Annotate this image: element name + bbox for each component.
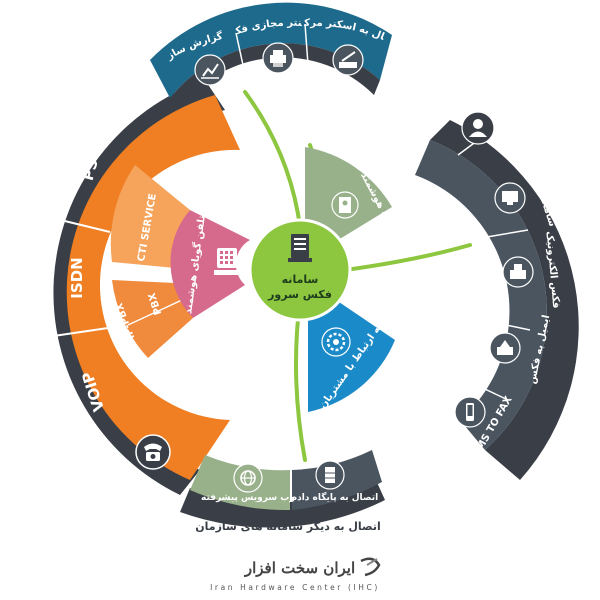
fax-server-icon [288,234,312,262]
divider [39,214,111,233]
email-fax-icon [489,332,521,364]
brand-title: ایران سخت افزار [244,559,355,577]
center-line1: سامانه [282,273,319,286]
divider [127,299,183,326]
divider [304,23,310,79]
divider [480,229,529,239]
top-dark-band [170,43,380,110]
users-label: کاربران [497,85,529,128]
divider [481,319,531,331]
cti-segment [110,165,190,268]
divider [39,327,109,339]
monitor-icon [494,182,526,214]
pbx-segment [112,280,193,358]
left-group: PSTN ISDN VOIP CTI SERVICE PBX IP-PBX تل… [40,80,250,524]
ihc-logo-icon [360,557,381,577]
left-orange-band [66,95,240,480]
ivr-keypad-icon [214,248,240,275]
center-hub: سامانه فکس سرور [248,218,352,322]
phone-icon [135,434,171,470]
crm-segment [308,300,395,412]
crm-gear-icon [321,327,351,357]
database-icon [315,460,345,490]
right-outer-band [430,120,579,480]
chart-icon [194,54,226,86]
top-arc-band [150,2,392,99]
bottom-group: اتصال به دیگر سامانه های سازمان وب سرویس… [180,450,385,533]
ivr-segment [170,210,250,318]
right-inner-band [415,140,547,450]
scanner-icon [332,44,364,76]
center-circle [248,218,352,322]
right-group: کاربران سامانه تحت وب فکس الکترونیک ایمی… [415,85,579,480]
bottom-footer-label: اتصال به دیگر سامانه های سازمان [195,520,381,533]
gap [112,262,175,283]
user-icon [461,111,495,145]
fax-icon [502,256,534,288]
sms-phone-icon [454,396,486,428]
globe-gear-icon [233,463,263,493]
brand-subtitle: Iran Hardware Center (IHC) [210,583,380,592]
bottom-item-webservice: وب سرویس پیشرفته [201,493,295,503]
isdn-label: ISDN [68,257,86,298]
contacts-icon [331,191,359,219]
center-line2: فکس سرور [267,288,332,301]
divider [235,32,249,89]
printer-icon [262,42,294,74]
divider [465,379,509,401]
bottom-item-database: اتصال به پایگاه داده [292,491,378,503]
brand-block: ایران سخت افزار Iran Hardware Center (IH… [210,557,381,592]
